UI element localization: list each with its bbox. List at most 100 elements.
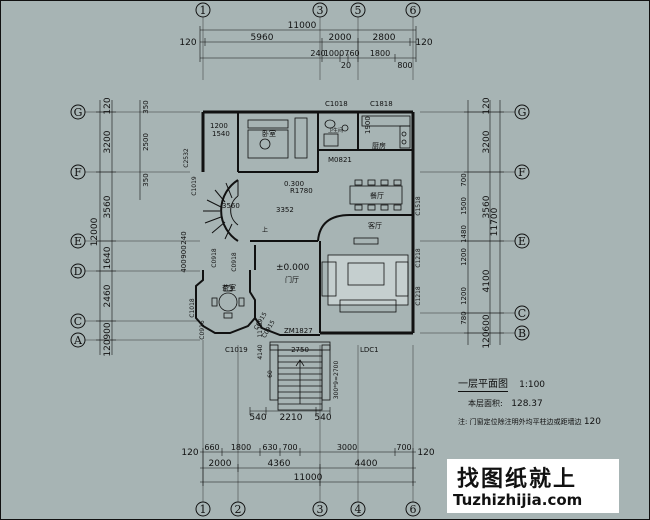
top-axis-6: 6 <box>410 4 417 17</box>
spiral-staircase <box>203 179 239 242</box>
bottom-axis-6: 6 <box>410 503 417 516</box>
bottom-dim-700b: 700 <box>396 443 411 452</box>
bottom-dim-2210: 2210 <box>280 413 303 423</box>
level-label: ±0.000 <box>276 263 310 273</box>
front-steps <box>269 341 331 411</box>
right-axis-F: F <box>518 166 526 179</box>
top-axis-5: 5 <box>355 4 362 17</box>
left-total-dim: 12000 <box>90 217 100 246</box>
window-c1218-right-b: C1218 <box>415 286 422 306</box>
bottom-axis-2: 2 <box>235 503 242 516</box>
right-axis-C: C <box>518 307 526 320</box>
bottom-dim-2000: 2000 <box>209 459 232 469</box>
left-small-400: 400 <box>180 259 188 272</box>
dim-3560: 3560 <box>222 202 240 210</box>
axis-grid-lines <box>85 17 515 502</box>
ldc1-label: LDC1 <box>360 346 379 354</box>
right-dim-600: 600 <box>482 314 492 331</box>
window-c1018-left: C1018 <box>189 298 196 318</box>
top-dim-1800: 1800 <box>370 49 390 58</box>
left-dim-120b: 120 <box>103 339 113 356</box>
drawing-scale: 1:100 <box>519 380 546 390</box>
window-c0916-left: C0916 <box>199 320 206 340</box>
top-axis-3: 3 <box>317 4 324 17</box>
kitchen-fixtures <box>361 115 411 149</box>
top-dim-20: 20 <box>341 61 351 70</box>
watermark-chinese: 找图纸就上 <box>457 467 578 492</box>
window-c0918-left: C0918 <box>231 252 238 272</box>
bottom-dim-3000: 3000 <box>337 443 357 452</box>
window-c2532: C2532 <box>183 148 190 168</box>
bottom-dim-540a: 540 <box>249 413 266 423</box>
top-total-dim: 11000 <box>288 21 317 31</box>
drawing-note: 注: 门窗定位除注明外均平柱边或距墙边 120 <box>458 417 618 427</box>
living-room-furniture <box>321 237 409 313</box>
bottom-dim-700a: 700 <box>282 443 297 452</box>
right-dim-3200: 3200 <box>482 130 492 153</box>
side-dim-4140: 4140 <box>257 344 264 359</box>
right-small-780: 780 <box>460 311 468 324</box>
interior-walls <box>237 112 413 333</box>
right-dim-3560: 3560 <box>482 195 492 218</box>
living-label: 客厅 <box>368 221 382 230</box>
top-dim-760: 760 <box>344 49 359 58</box>
right-small-700: 700 <box>460 173 468 186</box>
left-axis-E: E <box>74 235 82 248</box>
right-dim-4100: 4100 <box>482 269 492 292</box>
dim-1540: 1540 <box>212 130 230 138</box>
floor-area-value: 128.37 <box>511 399 543 409</box>
door-zm1827: ZM1827 <box>284 327 313 335</box>
dim-3352: 3352 <box>276 206 294 214</box>
top-axis-1: 1 <box>200 4 207 17</box>
top-axis-bubbles <box>195 2 421 18</box>
drawing-note-value: 120 <box>583 417 602 427</box>
door-m0821: M0821 <box>328 156 352 164</box>
dim-1900: 1900 <box>364 116 372 134</box>
window-c1019-bottom: C1019 <box>225 346 248 354</box>
top-dim-5960: 5960 <box>251 33 274 43</box>
top-dim-800: 800 <box>397 61 412 70</box>
kitchen-label: 厨房 <box>372 141 386 150</box>
left-dim-1640: 1640 <box>103 246 113 269</box>
top-dim-120b: 120 <box>415 38 432 48</box>
bottom-dim-630: 630 <box>262 443 277 452</box>
drawing-title-block: 一层平面图 1:100 本层面积: 128.37 注: 门窗定位除注明外均平柱边… <box>458 372 618 427</box>
right-axis-E: E <box>518 235 526 248</box>
left-small-350a: 350 <box>142 100 150 113</box>
stair-dim-2750: 2750 <box>291 346 309 354</box>
bottom-dim-660: 660 <box>204 443 219 452</box>
top-dim-240: 240 <box>310 49 325 58</box>
watermark-url: Tuzhizhijia.com <box>453 491 583 509</box>
right-small-1200b: 1200 <box>460 287 468 305</box>
right-dim-120a: 120 <box>482 97 492 114</box>
dining-label: 餐厅 <box>370 191 384 200</box>
right-small-1500: 1500 <box>460 197 468 215</box>
tea-label: 茶室 <box>222 283 236 292</box>
bottom-axis-4: 4 <box>355 503 362 516</box>
right-dim-120b: 120 <box>482 331 492 348</box>
top-dim-2800: 2800 <box>373 33 396 43</box>
right-total-dim: 11700 <box>490 207 500 236</box>
left-axis-F: F <box>74 166 82 179</box>
bottom-dim-4360: 4360 <box>268 459 291 469</box>
drawing-title: 一层平面图 <box>458 375 508 392</box>
top-dim-1000: 1000 <box>324 49 344 58</box>
side-dim-1175: 1175 <box>257 322 264 337</box>
stair-dim-run: 300*9=2700 <box>333 361 340 400</box>
left-small-350b: 350 <box>142 173 150 186</box>
stair-up-label: 上 <box>262 226 268 234</box>
bottom-side-120b: 120 <box>417 448 434 458</box>
bottom-dim-4400: 4400 <box>355 459 378 469</box>
left-axis-A: A <box>73 334 83 347</box>
bottom-dim-540b: 540 <box>314 413 331 423</box>
window-c1818-top: C1818 <box>370 100 393 108</box>
bedroom-label: 卧室 <box>262 129 276 138</box>
left-small-900: 900 <box>180 245 188 258</box>
bath-label: 卫生间 <box>328 127 343 134</box>
top-dim-120a: 120 <box>179 38 196 48</box>
left-dim-3200: 3200 <box>103 130 113 153</box>
curved-wall <box>317 214 413 242</box>
window-c1518-right: C1518 <box>415 196 422 216</box>
left-axis-D: D <box>74 265 83 278</box>
